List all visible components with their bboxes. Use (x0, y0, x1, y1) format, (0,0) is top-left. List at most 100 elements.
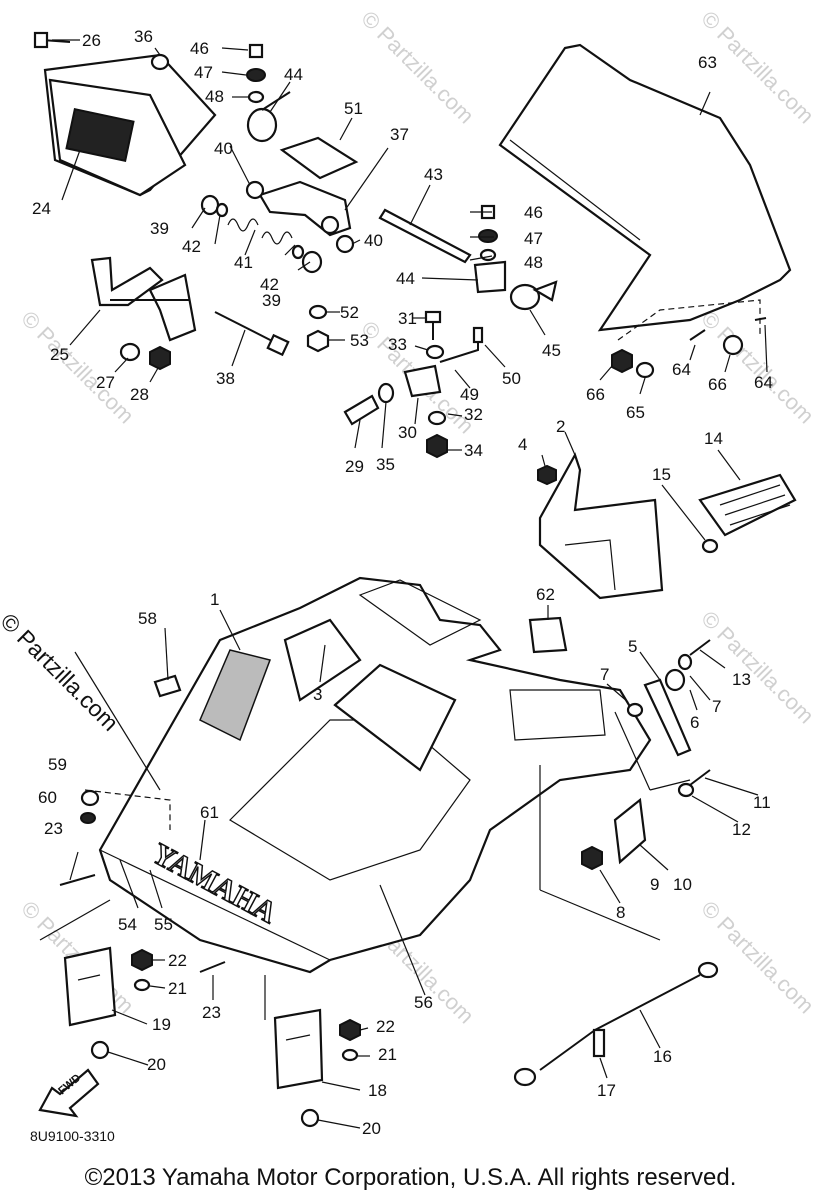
nut-22-part (131, 948, 153, 972)
part-label: 44 (284, 65, 303, 84)
watermark-text: © Partzilla.com (696, 306, 819, 429)
washer-21-part (133, 978, 151, 992)
part-label: 13 (732, 670, 751, 689)
part-label: 56 (414, 993, 433, 1012)
part-label: 21 (378, 1045, 397, 1064)
screw-stack-left-part (246, 43, 266, 104)
part-label: 22 (168, 951, 187, 970)
hinge-link-5-6-part (626, 639, 711, 757)
clip-49-part (439, 340, 479, 363)
bracket-25-part (90, 256, 197, 342)
part-label: 40 (214, 139, 233, 158)
part-label: 14 (704, 429, 723, 448)
part-label: 5 (628, 637, 637, 656)
nut-34-part (426, 433, 448, 459)
exploded-parts-diagram: © Partzilla.com © Partzilla.com © Partzi… (16, 6, 819, 1138)
nut-8-part (581, 845, 603, 871)
leader-59-dash (84, 789, 171, 830)
part-label: 4 (518, 435, 527, 454)
forward-arrow: FWD (38, 1068, 100, 1118)
part-label: 58 (138, 609, 157, 628)
knob-44-upper-part (246, 91, 291, 143)
part-label: 46 (524, 203, 543, 222)
cable-fitting-29-30-part (343, 364, 442, 426)
screw-50-part (472, 326, 484, 344)
washer-12-part (677, 782, 695, 798)
diagram-code: 8U9100-3310 (30, 1128, 115, 1144)
bracket-19-part (63, 946, 117, 1060)
part-label: 23 (44, 819, 63, 838)
part-label: 20 (362, 1119, 381, 1138)
part-label: 64 (672, 360, 691, 379)
part-label: 40 (364, 231, 383, 250)
part-label: 59 (48, 755, 67, 774)
part-label: 41 (234, 253, 253, 272)
part-label: 11 (753, 793, 771, 812)
clip-15-part (701, 538, 719, 554)
washer-59-part (80, 789, 100, 807)
part-label: 44 (396, 269, 415, 288)
part-label: 54 (118, 915, 137, 934)
part-label: 35 (376, 455, 395, 474)
part-label: 63 (698, 53, 717, 72)
part-label: 36 (134, 27, 153, 46)
grommet-36-part (150, 53, 170, 71)
washer-27-part (119, 342, 141, 362)
part-label: 26 (82, 31, 101, 50)
part-label: 23 (202, 1003, 221, 1022)
part-label: 55 (154, 915, 173, 934)
part-label: 15 (652, 465, 671, 484)
part-label: 66 (586, 385, 605, 404)
part-label: 34 (464, 441, 483, 460)
part-label: 46 (190, 39, 209, 58)
meter-cover-part (43, 53, 217, 197)
watermark-text: © Partzilla.com (356, 6, 479, 129)
part-label: 28 (130, 385, 149, 404)
bracket-2-part (538, 452, 664, 600)
part-label: 7 (600, 665, 609, 684)
hood-1-part (98, 576, 652, 974)
part-label: 18 (368, 1081, 387, 1100)
spring-41-part (200, 194, 323, 274)
watermark-text: © Partzilla.com (16, 306, 139, 429)
part-label: 64 (754, 373, 773, 392)
part-label: 7 (712, 697, 721, 716)
plate-9-10-part (613, 797, 647, 865)
part-label: 42 (182, 237, 201, 256)
part-label: 10 (673, 875, 692, 894)
windshield-63-part (498, 43, 792, 332)
screw-26-part (33, 31, 71, 49)
part-label: 48 (205, 87, 224, 106)
part-label: 22 (376, 1017, 395, 1036)
part-label: 9 (650, 875, 659, 894)
latch-44-45-part (473, 260, 558, 311)
part-label: 42 (260, 275, 279, 294)
part-label: 3 (313, 685, 322, 704)
part-label: 53 (350, 331, 369, 350)
part-label: 24 (32, 199, 51, 218)
part-label: 32 (464, 405, 483, 424)
hinge-37-part (258, 180, 352, 237)
bracket-18-part (273, 1008, 324, 1128)
part-label: 21 (168, 979, 187, 998)
nut-60-part (80, 812, 96, 824)
part-label: 33 (388, 335, 407, 354)
nut-4-part (537, 464, 557, 486)
copyright-notice: ©2013 Yamaha Motor Corporation, U.S.A. A… (84, 1164, 737, 1191)
part-number-labels: 1 2 3 4 5 6 7 7 8 9 10 11 12 13 14 15 16… (32, 27, 773, 1138)
nut-53-part (306, 329, 330, 353)
part-label: 50 (502, 369, 521, 388)
washer-21-part (341, 1048, 359, 1062)
part-label: 43 (424, 165, 443, 184)
screw-23-part (199, 961, 226, 973)
part-label: 25 (50, 345, 69, 364)
nut-22-part (339, 1018, 361, 1042)
part-label: 37 (390, 125, 409, 144)
cable-16-17-part (513, 961, 719, 1087)
part-label: 39 (262, 291, 281, 310)
part-label: 29 (345, 457, 364, 476)
part-label: 8 (616, 903, 625, 922)
windshield-fasteners-part (611, 299, 767, 379)
screw-31-part (424, 310, 445, 360)
